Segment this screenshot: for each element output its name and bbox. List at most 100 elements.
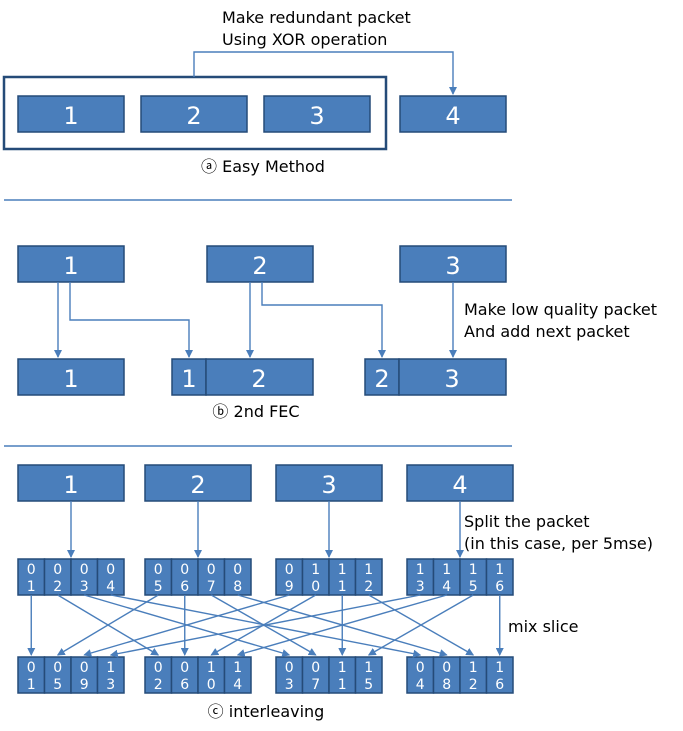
easy-packet-2 [140, 95, 248, 133]
bottom-slice-digit-bottom: 4 [416, 677, 425, 693]
bottom-slice-digit-top: 1 [469, 660, 478, 676]
xor-arrow [193, 51, 457, 95]
fec-bottom-packet-3-label: 3 [444, 365, 459, 393]
bottom-slice-cell [354, 656, 383, 694]
top-slice-digit-top: 0 [207, 562, 216, 578]
bottom-slice-cell [144, 656, 173, 694]
top-slice-cell [301, 558, 330, 596]
top-slice-digit-top: 0 [106, 562, 115, 578]
top-slice-digit-bottom: 1 [338, 579, 347, 595]
top-slice-digit-top: 1 [495, 562, 504, 578]
bottom-slice-digit-bottom: 2 [154, 677, 163, 693]
top-slice-digit-top: 0 [27, 562, 36, 578]
bottom-slice-cell [43, 656, 72, 694]
bottom-slice-digit-top: 1 [106, 660, 115, 676]
easy-packet-2-label: 2 [186, 102, 201, 130]
top-slice-digit-bottom: 5 [469, 579, 478, 595]
top-slice-cell [432, 558, 461, 596]
bottom-slice-digit-bottom: 9 [80, 677, 89, 693]
top-slice-digit-bottom: 2 [364, 579, 373, 595]
fec-bottom-packet-1-label: 1 [63, 365, 78, 393]
mix-slice-label: mix slice [508, 617, 578, 636]
packet-group-frame [2, 75, 388, 151]
fec-top-packet-1 [17, 245, 125, 283]
top-slice-digit-bottom: 9 [285, 579, 294, 595]
bottom-slice-cell [96, 656, 125, 694]
fec-bottom-packet-2-label: 2 [251, 365, 266, 393]
bottom-slice-digit-bottom: 6 [495, 677, 504, 693]
bottom-slice-digit-bottom: 1 [27, 677, 36, 693]
top-slice-cell [328, 558, 357, 596]
section-2nd-fec: 1 2 3 1 1 2 2 3 Make low quality packet … [17, 245, 657, 421]
bottom-slice-digit-top: 1 [495, 660, 504, 676]
top-slice-digit-top: 0 [80, 562, 89, 578]
easy-caption: ⓐ Easy Method [201, 157, 325, 176]
top-slice-digit-top: 0 [154, 562, 163, 578]
top-slice-digit-top: 1 [338, 562, 347, 578]
bottom-slice-digit-bottom: 5 [53, 677, 62, 693]
bottom-slice-digit-top: 0 [80, 660, 89, 676]
top-slice-digit-bottom: 2 [53, 579, 62, 595]
section-easy-method: 1 2 3 4 Make redundant packet Using XOR … [2, 8, 507, 176]
fec-top-packet-2 [206, 245, 314, 283]
bottom-slice-digit-bottom: 0 [207, 677, 216, 693]
il-packet-3-label: 3 [321, 471, 336, 499]
bottom-slice-digit-top: 1 [364, 660, 373, 676]
fec-top-packet-3-label: 3 [445, 252, 460, 280]
bottom-slice-digit-bottom: 5 [364, 677, 373, 693]
bottom-slice-digit-top: 0 [180, 660, 189, 676]
bottom-slice-digit-top: 0 [285, 660, 294, 676]
bottom-slice-digit-bottom: 6 [180, 677, 189, 693]
mix-arrow [236, 594, 447, 657]
fec-top-packet-3 [399, 245, 507, 283]
bottom-slice-digit-bottom: 8 [442, 677, 451, 693]
bottom-slice-cell [223, 656, 252, 694]
bottom-slice-cell [275, 656, 304, 694]
fec-top-packet-1-label: 1 [63, 252, 78, 280]
xor-note-line2: Using XOR operation [222, 30, 387, 49]
bottom-slice-digit-bottom: 7 [311, 677, 320, 693]
fec-note-line2: And add next packet [464, 322, 630, 341]
bottom-slice-digit-bottom: 3 [106, 677, 115, 693]
top-slice-digit-top: 1 [416, 562, 425, 578]
fec-arrow-1-to-2 [69, 282, 193, 358]
bottom-slice-digit-top: 0 [27, 660, 36, 676]
fec-top-packet-2-label: 2 [252, 252, 267, 280]
bottom-slice-cell [432, 656, 461, 694]
fec-note-line1: Make low quality packet [464, 300, 657, 319]
top-slice-digit-top: 0 [180, 562, 189, 578]
xor-note-line1: Make redundant packet [222, 8, 411, 27]
il-packet-4-label: 4 [452, 471, 467, 499]
bottom-slice-digit-bottom: 3 [285, 677, 294, 693]
fec-low-quality-slice-2-label: 2 [374, 365, 389, 393]
top-slice-digit-bottom: 5 [154, 579, 163, 595]
top-slice-digit-top: 0 [53, 562, 62, 578]
bottom-slice-cell [485, 656, 514, 694]
bottom-slice-digit-bottom: 2 [469, 677, 478, 693]
il-packet-2-label: 2 [190, 471, 205, 499]
bottom-slice-digit-top: 0 [416, 660, 425, 676]
il-packet-4 [406, 464, 514, 502]
bottom-slice-digit-top: 0 [53, 660, 62, 676]
top-slice-digit-top: 1 [469, 562, 478, 578]
il-packet-1-label: 1 [63, 471, 78, 499]
fec-arrow-2-to-3 [261, 282, 386, 358]
mix-arrows [27, 594, 504, 658]
fec-caption: ⓑ 2nd FEC [212, 402, 299, 421]
top-slice-digit-bottom: 1 [27, 579, 36, 595]
fec-bottom-packet-2 [205, 358, 314, 396]
bottom-slice-digit-top: 0 [311, 660, 320, 676]
bottom-slice-cell [70, 656, 99, 694]
mix-arrow [83, 594, 290, 657]
top-slice-cell [170, 558, 199, 596]
top-slice-cell [223, 558, 252, 596]
fec-bottom-packet-1 [17, 358, 125, 396]
interleave-caption: ⓒ interleaving [208, 702, 325, 721]
top-slice-digit-bottom: 6 [180, 579, 189, 595]
top-slice-digit-bottom: 4 [442, 579, 451, 595]
bottom-slice-digit-top: 0 [442, 660, 451, 676]
